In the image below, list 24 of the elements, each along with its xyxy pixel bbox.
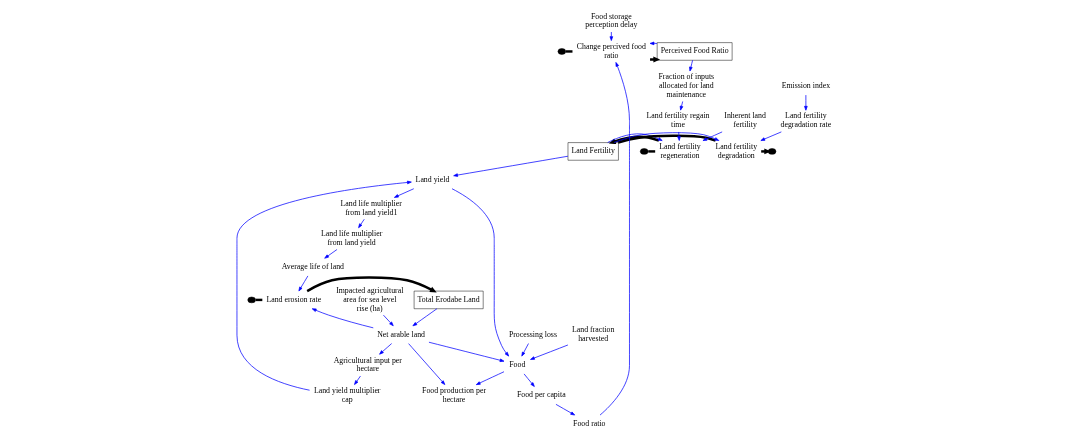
node-text: Land yield xyxy=(415,174,449,184)
node-text: Land fertility regain time xyxy=(645,111,710,130)
node-text: Impacted agricultural area for sea level rise (ha) xyxy=(335,285,403,313)
node-text: Emission index xyxy=(781,81,830,91)
node-text: Land life multiplier from land yield xyxy=(320,229,382,247)
node-text: Average life of land xyxy=(281,261,344,271)
node-text: Land yield multiplier cap xyxy=(313,385,380,404)
node-text: Land fraction harvested xyxy=(571,325,614,343)
node-text: Land life multiplier from land yield1 xyxy=(340,198,402,217)
node-text: Agricultural input per hectare xyxy=(333,355,402,374)
node-text: Change percived food ratio xyxy=(576,41,646,60)
node-text: Food production per hectare xyxy=(421,385,486,404)
node-text: Food xyxy=(508,359,525,369)
node-text: Net arable land xyxy=(376,329,425,339)
node-text: Land fertility regeneration xyxy=(658,141,701,160)
node-text: Fraction of inputs allocated for land maintenance xyxy=(657,72,714,99)
node-text: Inherent land fertility xyxy=(723,111,766,130)
node-text: Processing loss xyxy=(508,329,557,339)
node-text: Land fertility degradation xyxy=(715,141,757,160)
node-text: Food ratio xyxy=(572,418,605,428)
node-text: Land erosion rate xyxy=(265,294,321,304)
node-text: Land fertility degradation rate xyxy=(780,111,831,130)
node-text: Food per capita xyxy=(516,390,566,400)
node-text: Food storage perception delay xyxy=(584,11,637,30)
